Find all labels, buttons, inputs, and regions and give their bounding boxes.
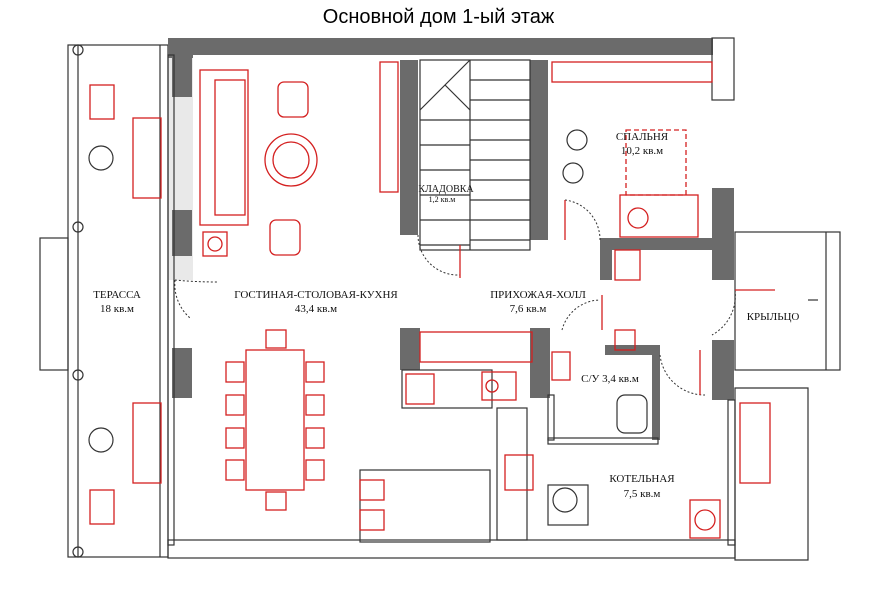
plan-title: Основной дом 1-ый этаж xyxy=(322,6,555,28)
dining-chair xyxy=(225,361,245,383)
dining-chair xyxy=(265,329,287,349)
bedroom-area: 10,2 кв.м xyxy=(621,145,663,157)
terrace-furniture xyxy=(88,84,162,525)
terrace-area: 18 кв.м xyxy=(100,303,134,315)
dining-chair xyxy=(225,459,245,481)
terrace-label: ТЕРАССА xyxy=(93,289,141,301)
porch-label: КРЫЛЬЦО xyxy=(747,311,800,323)
porch-outline xyxy=(734,231,841,561)
terrace-outline xyxy=(39,44,169,558)
dining-chair xyxy=(225,427,245,449)
storage-area: 1,2 кв.м xyxy=(429,195,456,204)
staircase xyxy=(419,59,531,251)
boiler-area: 7,5 кв.м xyxy=(624,488,661,500)
boiler-label: КОТЕЛЬНАЯ xyxy=(609,473,675,485)
exterior-walls xyxy=(167,37,736,559)
hall-label: ПРИХОЖАЯ-ХОЛЛ xyxy=(490,289,586,301)
bathroom-label: С/У 3,4 кв.м xyxy=(581,373,639,385)
storage-label: КЛАДОВКА xyxy=(418,184,474,195)
dining-chair xyxy=(265,491,287,511)
living-furniture xyxy=(199,61,534,543)
hall-area: 7,6 кв.м xyxy=(510,303,547,315)
doors[interactable] xyxy=(174,199,775,396)
living-label: ГОСТИНАЯ-СТОЛОВАЯ-КУХНЯ xyxy=(234,289,398,301)
dining-chair xyxy=(305,427,325,449)
bedroom-furniture xyxy=(419,61,713,363)
bedroom-label: СПАЛЬНЯ xyxy=(616,131,669,143)
dining-chair xyxy=(225,394,245,416)
dining-chair xyxy=(305,361,325,383)
living-area: 43,4 кв.м xyxy=(295,303,337,315)
bathroom-fixtures xyxy=(547,329,721,539)
interior-walls xyxy=(400,60,712,445)
dining-chair xyxy=(305,394,325,416)
dining-chair xyxy=(305,459,325,481)
